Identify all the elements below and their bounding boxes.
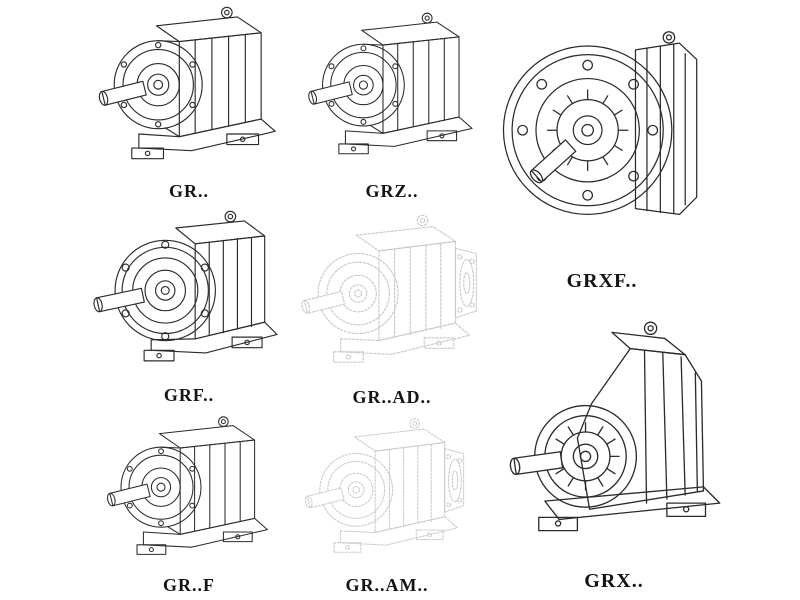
figure-label-gr: GR.. bbox=[169, 180, 209, 201]
grz-gearbox-drawing bbox=[298, 2, 486, 178]
figure-label-grf: GRF.. bbox=[163, 384, 215, 405]
gr-gearbox-drawing bbox=[86, 2, 292, 178]
figure-label-grx: GRX.. bbox=[584, 569, 644, 592]
figure-label-gr-am: GR..AM.. bbox=[345, 574, 429, 595]
figure-grxf: GRXF.. bbox=[492, 2, 712, 294]
figure-gr-am: GR..AM.. bbox=[292, 414, 482, 598]
grf-gearbox-drawing bbox=[86, 206, 292, 382]
gr-am-gearbox-drawing bbox=[292, 414, 482, 572]
figure-label-gr-ad: GR..AD.. bbox=[352, 386, 432, 407]
figure-grx: GRX.. bbox=[492, 298, 736, 594]
figure-label-gr-f: GR..F bbox=[163, 574, 215, 595]
gr-ad-gearbox-drawing bbox=[292, 210, 492, 384]
figure-gr-f: GR..F bbox=[86, 412, 292, 598]
figure-grz: GRZ.. bbox=[298, 2, 486, 204]
figure-label-grxf: GRXF.. bbox=[566, 269, 638, 292]
gr-f-gearbox-drawing bbox=[86, 412, 292, 572]
grxf-gearbox-drawing bbox=[492, 2, 712, 268]
figure-gr-ad: GR..AD.. bbox=[292, 210, 492, 410]
figure-label-grz: GRZ.. bbox=[365, 180, 419, 201]
grx-gearbox-drawing bbox=[492, 298, 736, 568]
figure-gr: GR.. bbox=[86, 2, 292, 204]
figure-grf: GRF.. bbox=[86, 206, 292, 408]
